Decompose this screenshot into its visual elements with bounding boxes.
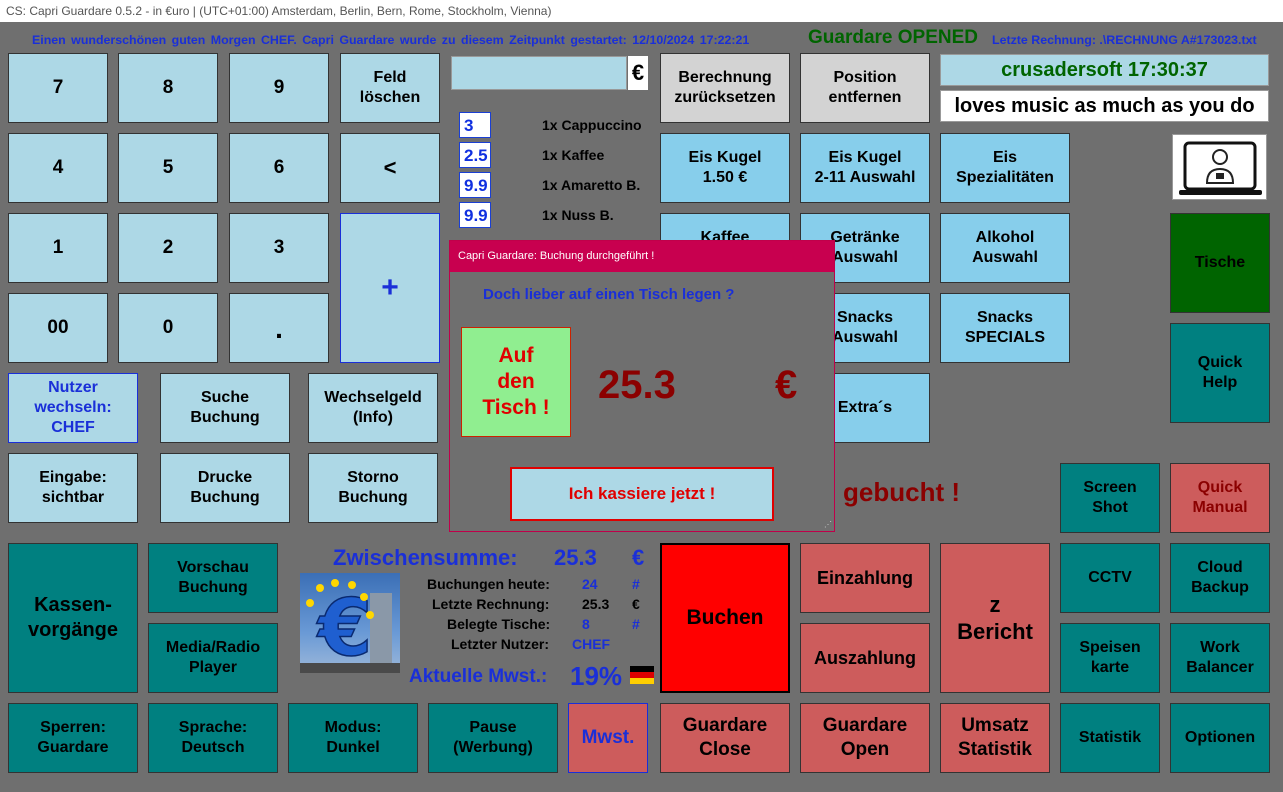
stat-label: Belegte Tische: bbox=[447, 616, 551, 632]
getraenke-button[interactable]: Getränke Auswahl bbox=[800, 213, 930, 283]
quick-manual-button[interactable]: Quick Manual bbox=[1170, 463, 1270, 533]
key-6[interactable]: 6 bbox=[229, 133, 329, 203]
pause-ads-button[interactable]: Pause (Werbung) bbox=[428, 703, 558, 773]
laptop-support-icon[interactable] bbox=[1172, 134, 1267, 200]
window-title: CS: Capri Guardare 0.5.2 - in €uro | (UT… bbox=[0, 0, 1283, 22]
menu-card-button[interactable]: Speisen karte bbox=[1060, 623, 1160, 693]
stat-value: 24 bbox=[582, 576, 598, 592]
input-visible-button[interactable]: Eingabe: sichtbar bbox=[8, 453, 138, 523]
snacks-specials-button[interactable]: Snacks SPECIALS bbox=[940, 293, 1070, 363]
cctv-button[interactable]: CCTV bbox=[1060, 543, 1160, 613]
euro-sculpture-image: € bbox=[300, 573, 400, 673]
stat-value: 8 bbox=[582, 616, 590, 632]
guardare-status: Guardare OPENED bbox=[808, 27, 978, 48]
z-report-button[interactable]: z Bericht bbox=[940, 543, 1050, 693]
stat-unit: € bbox=[632, 596, 640, 612]
last-invoice-text: Letzte Rechnung: .\RECHNUNG A#173023.txt bbox=[992, 33, 1257, 47]
cloud-backup-button[interactable]: Cloud Backup bbox=[1170, 543, 1270, 613]
booked-text: gebucht ! bbox=[843, 477, 960, 507]
key-8[interactable]: 8 bbox=[118, 53, 218, 123]
search-booking-button[interactable]: Suche Buchung bbox=[160, 373, 290, 443]
alkohol-button[interactable]: Alkohol Auswahl bbox=[940, 213, 1070, 283]
print-booking-button[interactable]: Drucke Buchung bbox=[160, 453, 290, 523]
resize-grip-icon[interactable]: ⋰ bbox=[824, 520, 832, 529]
reset-calculation-button[interactable]: Berechnung zurücksetzen bbox=[660, 53, 790, 123]
tische-button[interactable]: Tische bbox=[1170, 213, 1270, 313]
stat-value: 25.3 bbox=[582, 596, 610, 612]
screenshot-button[interactable]: Screen Shot bbox=[1060, 463, 1160, 533]
key-0[interactable]: 0 bbox=[118, 293, 218, 363]
item-price: 9.9 bbox=[459, 172, 491, 198]
stat-value: CHEF bbox=[572, 636, 611, 652]
key-2[interactable]: 2 bbox=[118, 213, 218, 283]
amount-input[interactable] bbox=[451, 56, 627, 90]
deposit-button[interactable]: Einzahlung bbox=[800, 543, 930, 613]
to-table-button[interactable]: Auf den Tisch ! bbox=[461, 327, 571, 437]
stat-label: Letzte Rechnung: bbox=[432, 596, 550, 612]
vat-button[interactable]: Mwst. bbox=[568, 703, 648, 773]
stat-label: Letzter Nutzer: bbox=[451, 636, 550, 652]
pay-now-button[interactable]: Ich kassiere jetzt ! bbox=[510, 467, 774, 521]
item-label: 1x Kaffee bbox=[542, 147, 605, 163]
work-balancer-button[interactable]: Work Balancer bbox=[1170, 623, 1270, 693]
preview-booking-button[interactable]: Vorschau Buchung bbox=[148, 543, 278, 613]
subtotal-value: 25.3 bbox=[554, 545, 597, 570]
key-7[interactable]: 7 bbox=[8, 53, 108, 123]
eis-kugel-auswahl-button[interactable]: Eis Kugel 2-11 Auswahl bbox=[800, 133, 930, 203]
language-button[interactable]: Sprache: Deutsch bbox=[148, 703, 278, 773]
statistics-button[interactable]: Statistik bbox=[1060, 703, 1160, 773]
german-flag-icon bbox=[630, 666, 654, 684]
input-currency: € bbox=[628, 56, 648, 90]
item-price: 3 bbox=[459, 112, 491, 138]
storno-booking-button[interactable]: Storno Buchung bbox=[308, 453, 438, 523]
guardare-close-button[interactable]: Guardare Close bbox=[660, 703, 790, 773]
lock-guardare-button[interactable]: Sperren: Guardare bbox=[8, 703, 138, 773]
clear-field-button[interactable]: Feld löschen bbox=[340, 53, 440, 123]
item-label: 1x Cappuccino bbox=[542, 117, 642, 133]
slogan-display: loves music as much as you do bbox=[940, 90, 1269, 122]
vat-label: Aktuelle Mwst.: bbox=[409, 666, 548, 687]
key-9[interactable]: 9 bbox=[229, 53, 329, 123]
change-info-button[interactable]: Wechselgeld (Info) bbox=[308, 373, 438, 443]
stat-unit: # bbox=[632, 616, 640, 632]
vat-value: 19% bbox=[570, 661, 623, 691]
backspace-button[interactable]: < bbox=[340, 133, 440, 203]
greeting-text: Einen wunderschönen guten Morgen CHEF. C… bbox=[32, 33, 750, 47]
dialog-amount: 25.3 bbox=[598, 363, 676, 407]
options-button[interactable]: Optionen bbox=[1170, 703, 1270, 773]
item-price: 2.5 bbox=[459, 142, 491, 168]
key-5[interactable]: 5 bbox=[118, 133, 218, 203]
dialog-currency: € bbox=[775, 363, 798, 407]
key-4[interactable]: 4 bbox=[8, 133, 108, 203]
switch-user-button[interactable]: Nutzer wechseln: CHEF bbox=[8, 373, 138, 443]
key-1[interactable]: 1 bbox=[8, 213, 108, 283]
cash-operations-button[interactable]: Kassen- vorgänge bbox=[8, 543, 138, 693]
remove-position-button[interactable]: Position entfernen bbox=[800, 53, 930, 123]
key-dot[interactable]: . bbox=[229, 293, 329, 363]
withdrawal-button[interactable]: Auszahlung bbox=[800, 623, 930, 693]
mode-button[interactable]: Modus: Dunkel bbox=[288, 703, 418, 773]
guardare-open-button[interactable]: Guardare Open bbox=[800, 703, 930, 773]
stat-label: Buchungen heute: bbox=[427, 576, 550, 592]
key-3[interactable]: 3 bbox=[229, 213, 329, 283]
plus-button[interactable]: + bbox=[340, 213, 440, 363]
subtotal-currency: € bbox=[632, 545, 645, 570]
key-00[interactable]: 00 bbox=[8, 293, 108, 363]
stat-unit: # bbox=[632, 576, 640, 592]
quick-help-button[interactable]: Quick Help bbox=[1170, 323, 1270, 423]
clock-display: crusadersoft 17:30:37 bbox=[940, 54, 1269, 86]
item-label: 1x Amaretto B. bbox=[542, 177, 641, 193]
item-price: 9.9 bbox=[459, 202, 491, 228]
eis-kugel-button[interactable]: Eis Kugel 1.50 € bbox=[660, 133, 790, 203]
item-label: 1x Nuss B. bbox=[542, 207, 614, 223]
media-player-button[interactable]: Media/Radio Player bbox=[148, 623, 278, 693]
dialog-title: Capri Guardare: Buchung durchgeführt ! bbox=[450, 241, 834, 272]
svg-text:€: € bbox=[316, 584, 372, 673]
sales-statistics-button[interactable]: Umsatz Statistik bbox=[940, 703, 1050, 773]
book-button[interactable]: Buchen bbox=[660, 543, 790, 693]
booking-dialog: Capri Guardare: Buchung durchgeführt ! D… bbox=[449, 240, 835, 532]
dialog-question: Doch lieber auf einen Tisch legen ? bbox=[483, 286, 735, 303]
subtotal-label: Zwischensumme: bbox=[333, 545, 518, 570]
eis-spezialitaeten-button[interactable]: Eis Spezialitäten bbox=[940, 133, 1070, 203]
